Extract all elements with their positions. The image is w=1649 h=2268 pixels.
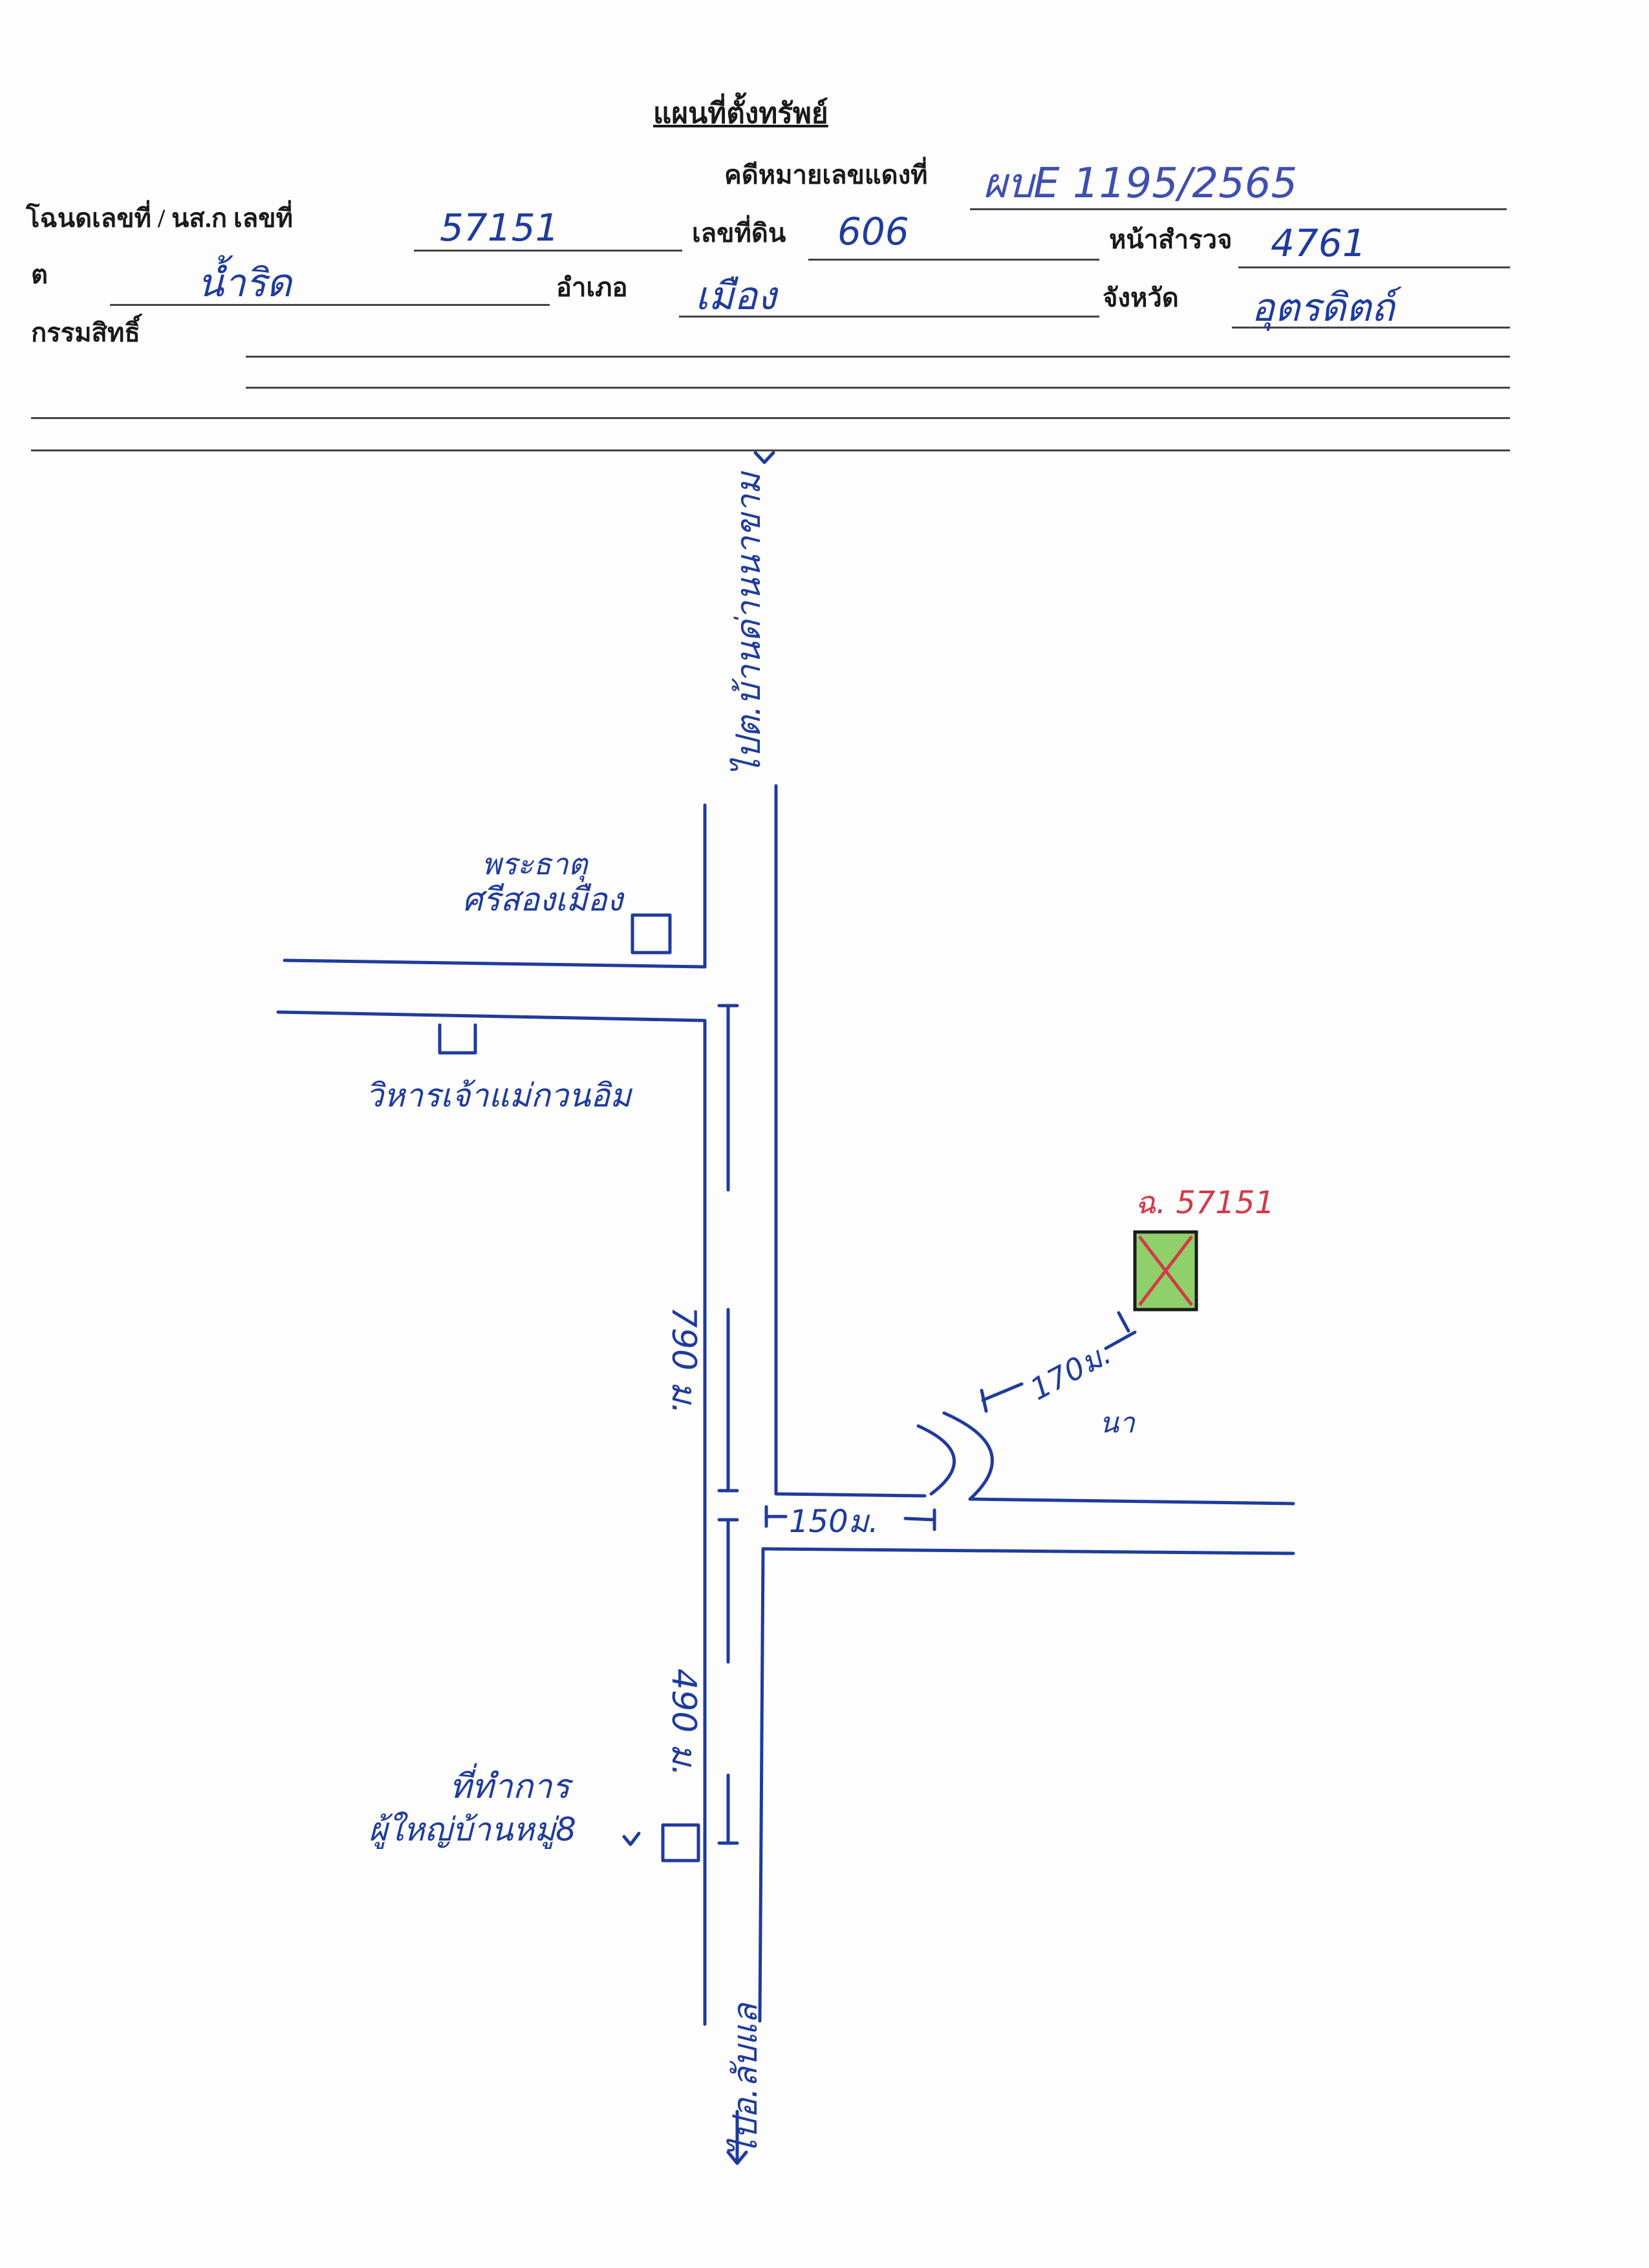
field-label: นา [1099, 1407, 1135, 1440]
distance-150-marker [764, 1505, 936, 1531]
main-road-east-edge-south [758, 1547, 765, 2023]
owner-line-2 [246, 387, 1510, 389]
province-line [1232, 327, 1510, 329]
vihara-label: วิหารเจ้าแม่กวนอิม [365, 1077, 632, 1114]
owner-label: กรรมสิทธิ์ [31, 318, 140, 347]
plot-label: ฉ. 57151 [1135, 1185, 1275, 1221]
case-number-line [970, 208, 1507, 210]
vihara-box [438, 1023, 477, 1055]
distance-150-label: 150ม. [789, 1504, 879, 1540]
case-number-value: ผบE 1195/2565 [983, 160, 1298, 208]
access-path-inner [942, 1411, 994, 1501]
office-label-line2: ผู้ใหญ่บ้านหมู่8 [369, 1811, 576, 1848]
south-arrow-head [726, 2150, 748, 2165]
east-road-south-edge [761, 1547, 1295, 1555]
office-pointer-arrow [622, 1831, 641, 1846]
tambon-value: น้ำริด [197, 261, 292, 306]
road-south-label: ไปอ.ลับแล [726, 2003, 765, 2157]
east-road-north-edge [968, 1497, 1295, 1506]
owner-line-3 [31, 417, 1510, 419]
amphoe-label: อำเภอ [556, 273, 628, 302]
temple-box [630, 913, 672, 955]
owner-line-1 [246, 356, 1510, 358]
deed-number-label: โฉนดเลขที่ / นส.ก เลขที่ [26, 204, 293, 233]
temple-label-line1: พระธาตุ [482, 847, 588, 881]
amphoe-line [679, 316, 1099, 318]
side-road-south-edge [276, 1010, 707, 2026]
tambon-line [110, 304, 550, 306]
plot-cross-mark [1138, 1235, 1193, 1306]
distance-490-marker [717, 1518, 739, 1845]
main-road-east-edge-north [774, 784, 927, 1498]
tambon-label: ต [31, 260, 48, 289]
office-label-line1: ที่ทำการ [449, 1767, 570, 1806]
north-arrow-head [753, 451, 775, 464]
temple-label-line2: ศรีสองเมือง [462, 881, 623, 918]
distance-490-label: 490 ม. [664, 1669, 703, 1777]
owner-line-4 [31, 449, 1510, 451]
distance-790-marker [717, 1004, 739, 1493]
main-road-west-edge-north [283, 803, 707, 969]
province-value: อุตรดิตถ์ [1251, 285, 1395, 330]
land-number-value: 606 [837, 210, 909, 254]
province-label: จังหวัด [1103, 283, 1179, 312]
land-number-line [808, 259, 1099, 261]
survey-page-label: หน้าสำรวจ [1109, 225, 1233, 254]
survey-page-line [1238, 266, 1510, 268]
deed-number-line [414, 250, 682, 252]
road-north-label: ไปต.บ้านด่านนาขาม [729, 472, 768, 777]
distance-170-marker [980, 1311, 1137, 1413]
amphoe-value: เมือง [695, 274, 777, 319]
distance-790-label: 790 ม. [664, 1306, 703, 1414]
survey-page-value: 4761 [1271, 221, 1366, 265]
form-title: แผนที่ตั้งทรัพย์ [653, 98, 828, 129]
deed-number-value: 57151 [440, 206, 559, 250]
access-path-outer [916, 1424, 956, 1496]
land-number-label: เลขที่ดิน [692, 219, 786, 248]
case-number-label: คดีหมายเลขแดงที่ [724, 160, 928, 189]
office-box [661, 1823, 700, 1863]
